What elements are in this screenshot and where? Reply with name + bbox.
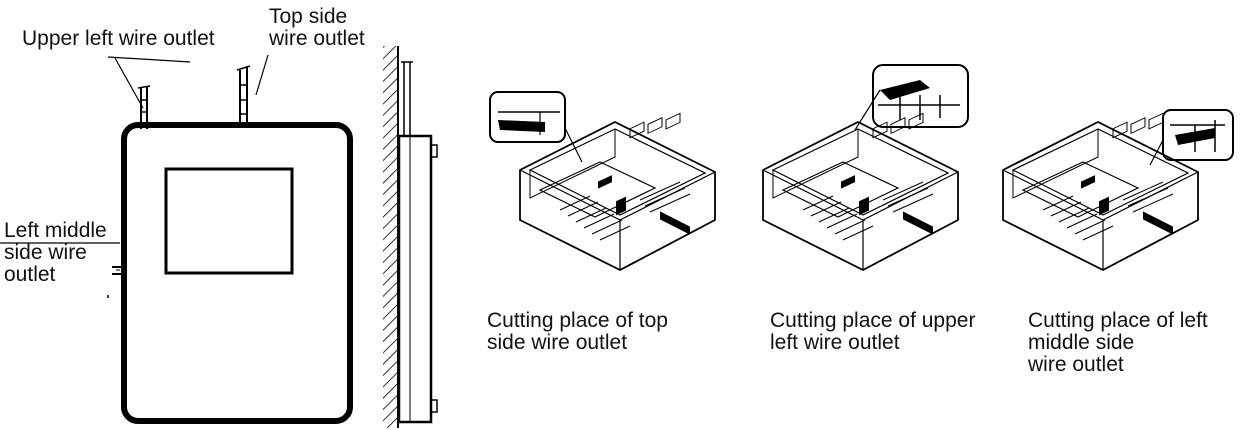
controller-front-view	[0, 54, 353, 424]
left-middle-wire-outlet-part	[107, 266, 124, 298]
caption-top-side-cutting: Cutting place of top side wire outlet	[487, 309, 668, 354]
label-top-side-wire-outlet: Top side wire outlet	[269, 5, 365, 50]
upper-left-wire-outlet-part	[137, 85, 151, 129]
caption-left-middle-cutting: Cutting place of left middle side wire o…	[1028, 309, 1208, 376]
label-left-middle-side-wire-outlet: Left middle side wire outlet	[4, 219, 107, 286]
leader-lines	[0, 54, 269, 244]
caption-upper-left-cutting: Cutting place of upper left wire outlet	[770, 309, 976, 354]
label-upper-left-wire-outlet: Upper left wire outlet	[22, 27, 215, 50]
tray-upper-left-cutting	[762, 64, 969, 271]
controller-side-view	[383, 46, 438, 428]
top-side-wire-outlet-part	[236, 65, 251, 128]
tray-top-side-cutting	[489, 91, 716, 271]
tray-left-middle-cutting	[1002, 109, 1234, 271]
